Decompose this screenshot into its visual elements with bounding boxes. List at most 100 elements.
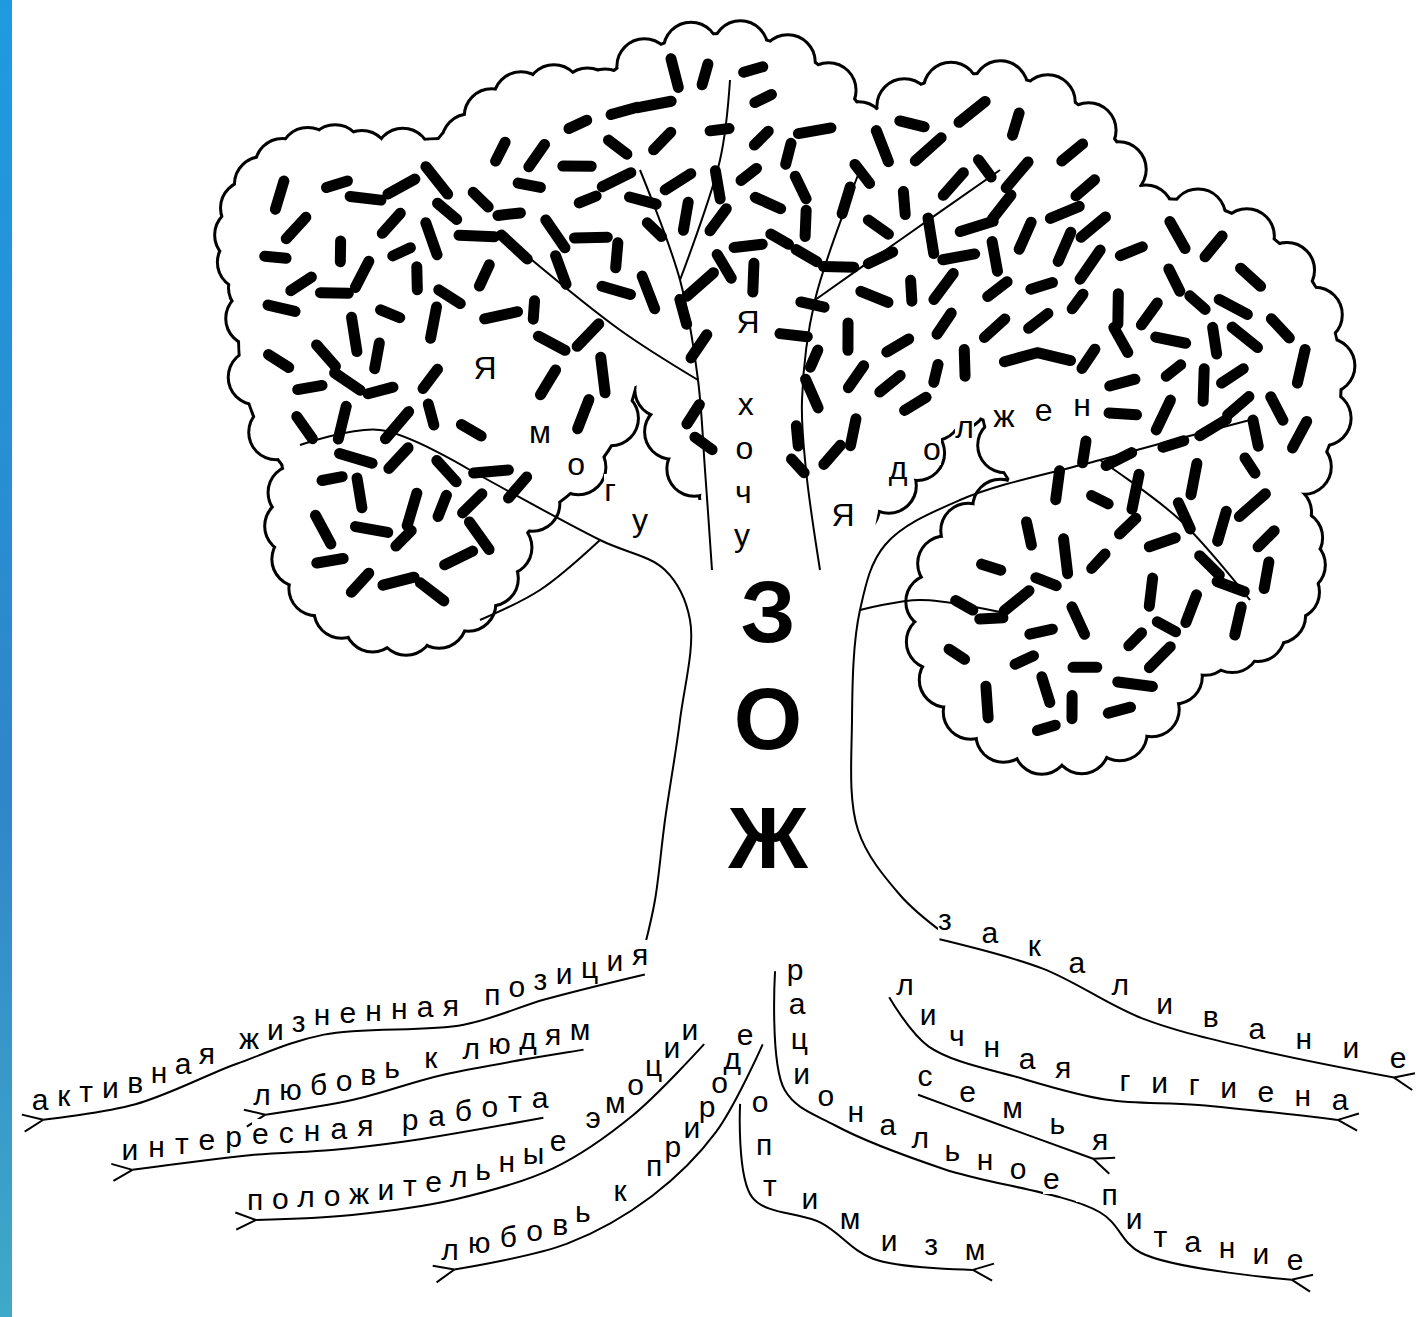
letter: е: [1257, 1077, 1274, 1107]
leaf: [1058, 232, 1071, 261]
leaf: [317, 558, 343, 563]
leaf: [1156, 337, 1186, 343]
leaf: [1015, 656, 1033, 664]
letter: ь: [1050, 1109, 1066, 1139]
letter: я: [199, 1039, 215, 1069]
letter: и: [683, 1113, 700, 1143]
letter: е: [737, 1020, 754, 1050]
letter: п: [247, 1185, 263, 1215]
crown-outline: [878, 80, 930, 132]
leaf: [744, 67, 763, 73]
leaf: [934, 273, 953, 299]
leaf: [795, 176, 806, 199]
letter: и: [1151, 1068, 1168, 1098]
letter: ц: [581, 953, 598, 983]
leaf: [1073, 662, 1097, 673]
leaf: [1157, 622, 1175, 632]
root-line: [43, 974, 645, 1119]
leaf: [382, 213, 400, 233]
root-line: [1394, 1078, 1412, 1090]
leaf: [1218, 511, 1227, 541]
letter: а: [981, 918, 998, 948]
letter: д: [519, 1024, 537, 1054]
leaf: [1076, 180, 1095, 196]
leaf: [1203, 369, 1204, 402]
leaf: [496, 142, 505, 161]
letter: н: [148, 1132, 165, 1162]
leaf: [578, 400, 589, 429]
letter: Я: [831, 499, 854, 531]
letter: н: [977, 1145, 994, 1175]
leaf: [1232, 327, 1257, 347]
leaf: [577, 324, 599, 346]
crown-outline: [1094, 707, 1146, 759]
crown-outline: [650, 230, 950, 530]
leaf: [338, 406, 346, 439]
letter: и: [1156, 989, 1173, 1019]
leaf: [937, 313, 951, 334]
leaf: [445, 551, 473, 565]
letter: о: [272, 1184, 289, 1214]
leaf: [1037, 725, 1055, 730]
letter: е: [1287, 1245, 1304, 1275]
crown-outline: [1289, 289, 1341, 341]
letter: [1076, 1172, 1084, 1202]
letter: а: [1019, 1044, 1036, 1074]
leaf: [868, 252, 892, 264]
leaf: [1112, 294, 1123, 324]
trunk-and-branches: [300, 80, 1250, 945]
root-line: [113, 1170, 132, 1181]
letter: а: [32, 1085, 49, 1115]
letter: р: [665, 1132, 682, 1162]
leaf: [1006, 162, 1028, 188]
leaf: [911, 280, 912, 301]
branch-line: [520, 250, 698, 380]
leaf: [352, 317, 357, 351]
leaf: [928, 218, 934, 253]
leaf: [1019, 222, 1031, 249]
leaf: [437, 460, 456, 481]
leaf: [868, 220, 888, 234]
letter: я: [545, 1020, 561, 1050]
leaf: [339, 453, 372, 463]
root-word: положительные эмоции: [247, 1015, 699, 1215]
crown-outline: [1120, 187, 1172, 239]
leaf: [887, 339, 909, 352]
letter: е: [339, 998, 356, 1028]
letter: т: [1153, 1222, 1167, 1252]
branch-line: [851, 420, 1250, 932]
leaf: [431, 307, 437, 338]
leaf: [1213, 327, 1217, 354]
leaf: [988, 282, 1007, 297]
letter: ж: [993, 400, 1014, 432]
leaf: [608, 140, 626, 154]
letter: н: [1295, 1024, 1312, 1054]
leaf: [1163, 441, 1184, 448]
letter: ь: [575, 1197, 591, 1227]
leaf: [1178, 503, 1190, 529]
leaf: [1110, 379, 1135, 386]
letter: ь: [475, 1155, 491, 1185]
letter: О: [734, 675, 802, 763]
root-line: [774, 971, 1291, 1279]
leaf: [680, 299, 687, 324]
letter: в: [360, 1060, 376, 1090]
letter: п: [646, 1151, 662, 1181]
letter: л: [462, 1034, 480, 1064]
letter: м: [1002, 1093, 1023, 1123]
letter: л: [297, 1182, 315, 1212]
leaf: [796, 249, 817, 261]
leaf: [753, 263, 754, 292]
root-line: [244, 1110, 265, 1115]
leaf: [801, 302, 824, 307]
letter: о: [752, 1087, 769, 1117]
leaf: [1083, 441, 1086, 463]
crown-outline: [714, 22, 766, 74]
letter: ж: [349, 1179, 369, 1209]
leaf: [850, 419, 855, 446]
root-line: [740, 1104, 973, 1270]
leaf: [326, 181, 347, 188]
leaf: [861, 291, 888, 302]
leaf: [322, 477, 342, 481]
